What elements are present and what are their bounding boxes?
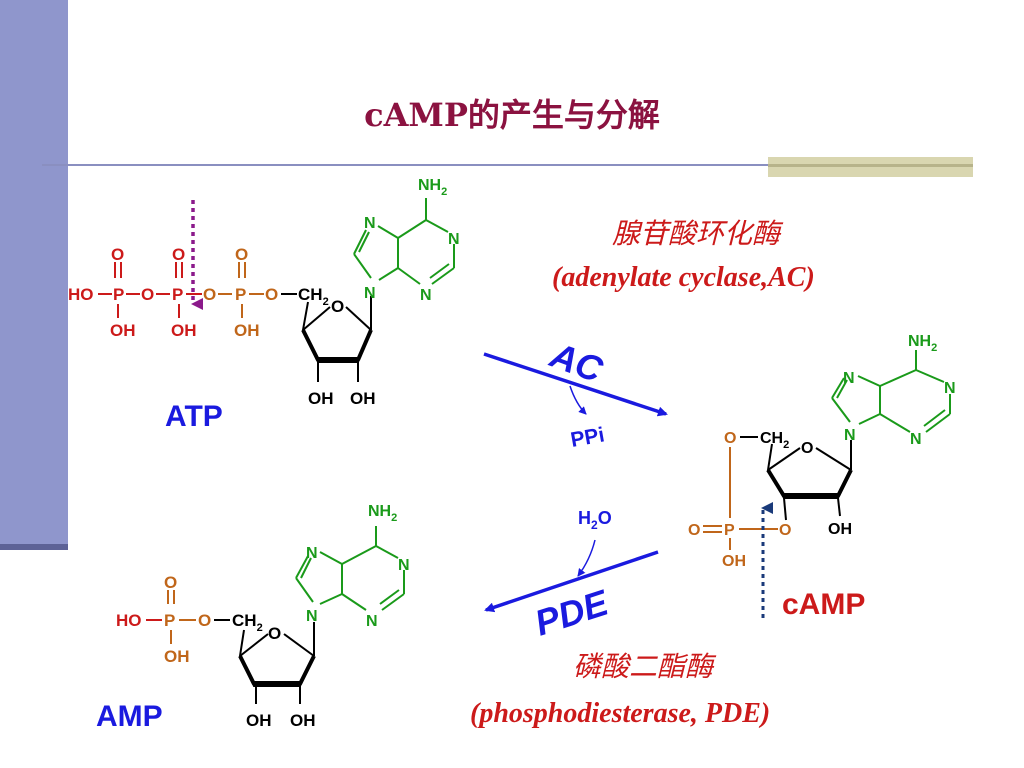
atp-o-bridge2: O [203,285,216,304]
amp-o-ester: O [198,611,211,630]
camp-o-5: O [724,430,736,447]
camp-oh: OH [722,553,746,570]
amp-p: P [164,611,175,630]
atp-o3: O [235,245,248,264]
atp-oh3: OH [234,321,260,340]
camp-ribose-o: O [801,440,813,457]
atp-o2: O [172,245,185,264]
atp-n7: N [364,215,376,232]
amp-ho: HO [116,611,142,630]
atp-n3: N [420,287,432,304]
amp-ribose-oh-right: OH [290,711,316,730]
amp-oh: OH [164,647,190,666]
amp-n9: N [306,608,318,625]
atp-p1: P [113,285,124,304]
atp-label: ATP [165,400,223,433]
camp-label: cAMP [782,588,866,621]
atp-o1: O [111,245,124,264]
amp-ribose-o: O [268,624,281,643]
pde-chinese-name: 磷酸二酯酶 [573,650,714,683]
camp-o-double: O [688,522,700,539]
amp-ch2: CH2 [232,611,263,634]
ac-abbr-label: AC [544,334,609,391]
amp-nh2: NH2 [368,503,397,524]
camp-n1: N [944,380,956,397]
ppi-label: PPi [569,423,606,452]
pde-english-name: (phosphodiesterase, PDE) [470,698,771,729]
atp-structure: HO P O OH O P O OH O P O OH O CH2 [68,177,460,408]
amp-n3: N [366,613,378,630]
atp-o-ester: O [265,285,278,304]
atp-oh1: OH [110,321,136,340]
camp-ch2: CH2 [760,430,789,451]
amp-label: AMP [96,700,163,733]
side-decor-bar [0,0,68,548]
camp-structure: O CH2 O P O OH O OH [688,333,956,618]
slide-title: cAMP的产生与分解 [364,96,660,134]
atp-ch2: CH2 [298,285,329,308]
atp-p2: P [172,285,183,304]
amp-n7: N [306,545,318,562]
atp-nh2: NH2 [418,177,447,198]
title-rule-block [768,157,973,177]
ac-english-name: (adenylate cyclase,AC) [552,262,815,293]
ac-chinese-name: 腺苷酸环化酶 [612,217,781,250]
atp-ribose-oh-left: OH [308,389,334,408]
camp-n3: N [910,431,922,448]
camp-nh2: NH2 [908,333,937,354]
side-decor-shadow [0,544,68,550]
atp-ribose-o: O [331,297,344,316]
atp-ho: HO [68,285,94,304]
camp-n7: N [843,370,855,387]
atp-p3: P [235,285,246,304]
amp-structure: HO P O OH O CH2 O OH OH [116,503,410,730]
ppi-release-arrow [569,385,587,415]
camp-p: P [724,522,735,539]
title-rule-block-line [768,164,973,167]
water-label: H2O [578,508,612,532]
atp-o-bridge1: O [141,285,154,304]
camp-o-3: O [779,522,791,539]
camp-n9: N [844,427,856,444]
water-input-arrow [577,539,596,577]
camp-ribose-oh: OH [828,521,852,538]
atp-oh2: OH [171,321,197,340]
amp-n1: N [398,557,410,574]
amp-o-double: O [164,573,177,592]
ac-reaction-arrow [483,352,668,417]
pde-reaction-arrow [484,550,659,613]
atp-n1: N [448,231,460,248]
atp-ribose-oh-right: OH [350,389,376,408]
title-rule [42,164,972,166]
atp-n9: N [364,285,376,302]
amp-ribose-oh-left: OH [246,711,272,730]
